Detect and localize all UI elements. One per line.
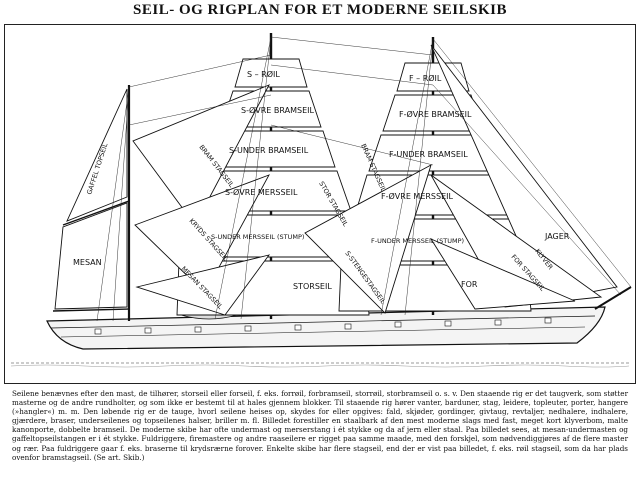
label-main-upper-topsail: S-ØVRE MERSSEIL [225, 187, 298, 197]
staysails [132, 44, 618, 316]
label-fore-course: FOR [461, 280, 478, 289]
label-jib: JAGER [544, 232, 570, 241]
label-spanker: MESAN [73, 258, 102, 267]
label-fore-lower-topgallant: F-UNDER BRAMSEIL [389, 150, 468, 159]
label-fore-royal: F – RØIL [409, 73, 442, 83]
gaff [62, 200, 130, 226]
mizzen-sails [54, 88, 128, 310]
label-main-upper-topgallant: S-ØVRE BRAMSEIL [241, 105, 314, 115]
label-fore-upper-topsail: F-ØVRE MERSSEIL [381, 191, 454, 201]
label-fore-lower-topsail: F-UNDER MERSSEIL (STUMP) [371, 237, 464, 245]
label-main-lower-topsail: S-UNDER MERSSEIL (STUMP) [211, 233, 304, 241]
label-fore-upper-topgallant: F-ØVRE BRAMSEIL [399, 109, 472, 119]
rigging [96, 36, 632, 322]
wave-line [10, 364, 630, 368]
boom [52, 308, 130, 312]
rig-plan-diagram: S – RØIL S-ØVRE BRAMSEIL S-UNDER BRAMSEI… [4, 24, 636, 384]
gun-ports [94, 317, 552, 335]
label-main-course: STORSEIL [293, 282, 332, 291]
bowsprit [594, 286, 632, 310]
caption: Seilene benævnes efter den mast, de tilh… [12, 389, 628, 462]
caption-text: Seilene benævnes efter den mast, de tilh… [12, 389, 628, 462]
label-main-lower-topgallant: S-UNDER BRAMSEIL [229, 146, 309, 155]
page-title: SEIL- OG RIGPLAN FOR ET MODERNE SEILSKIB [133, 2, 507, 18]
label-main-royal: S – RØIL [247, 69, 280, 79]
